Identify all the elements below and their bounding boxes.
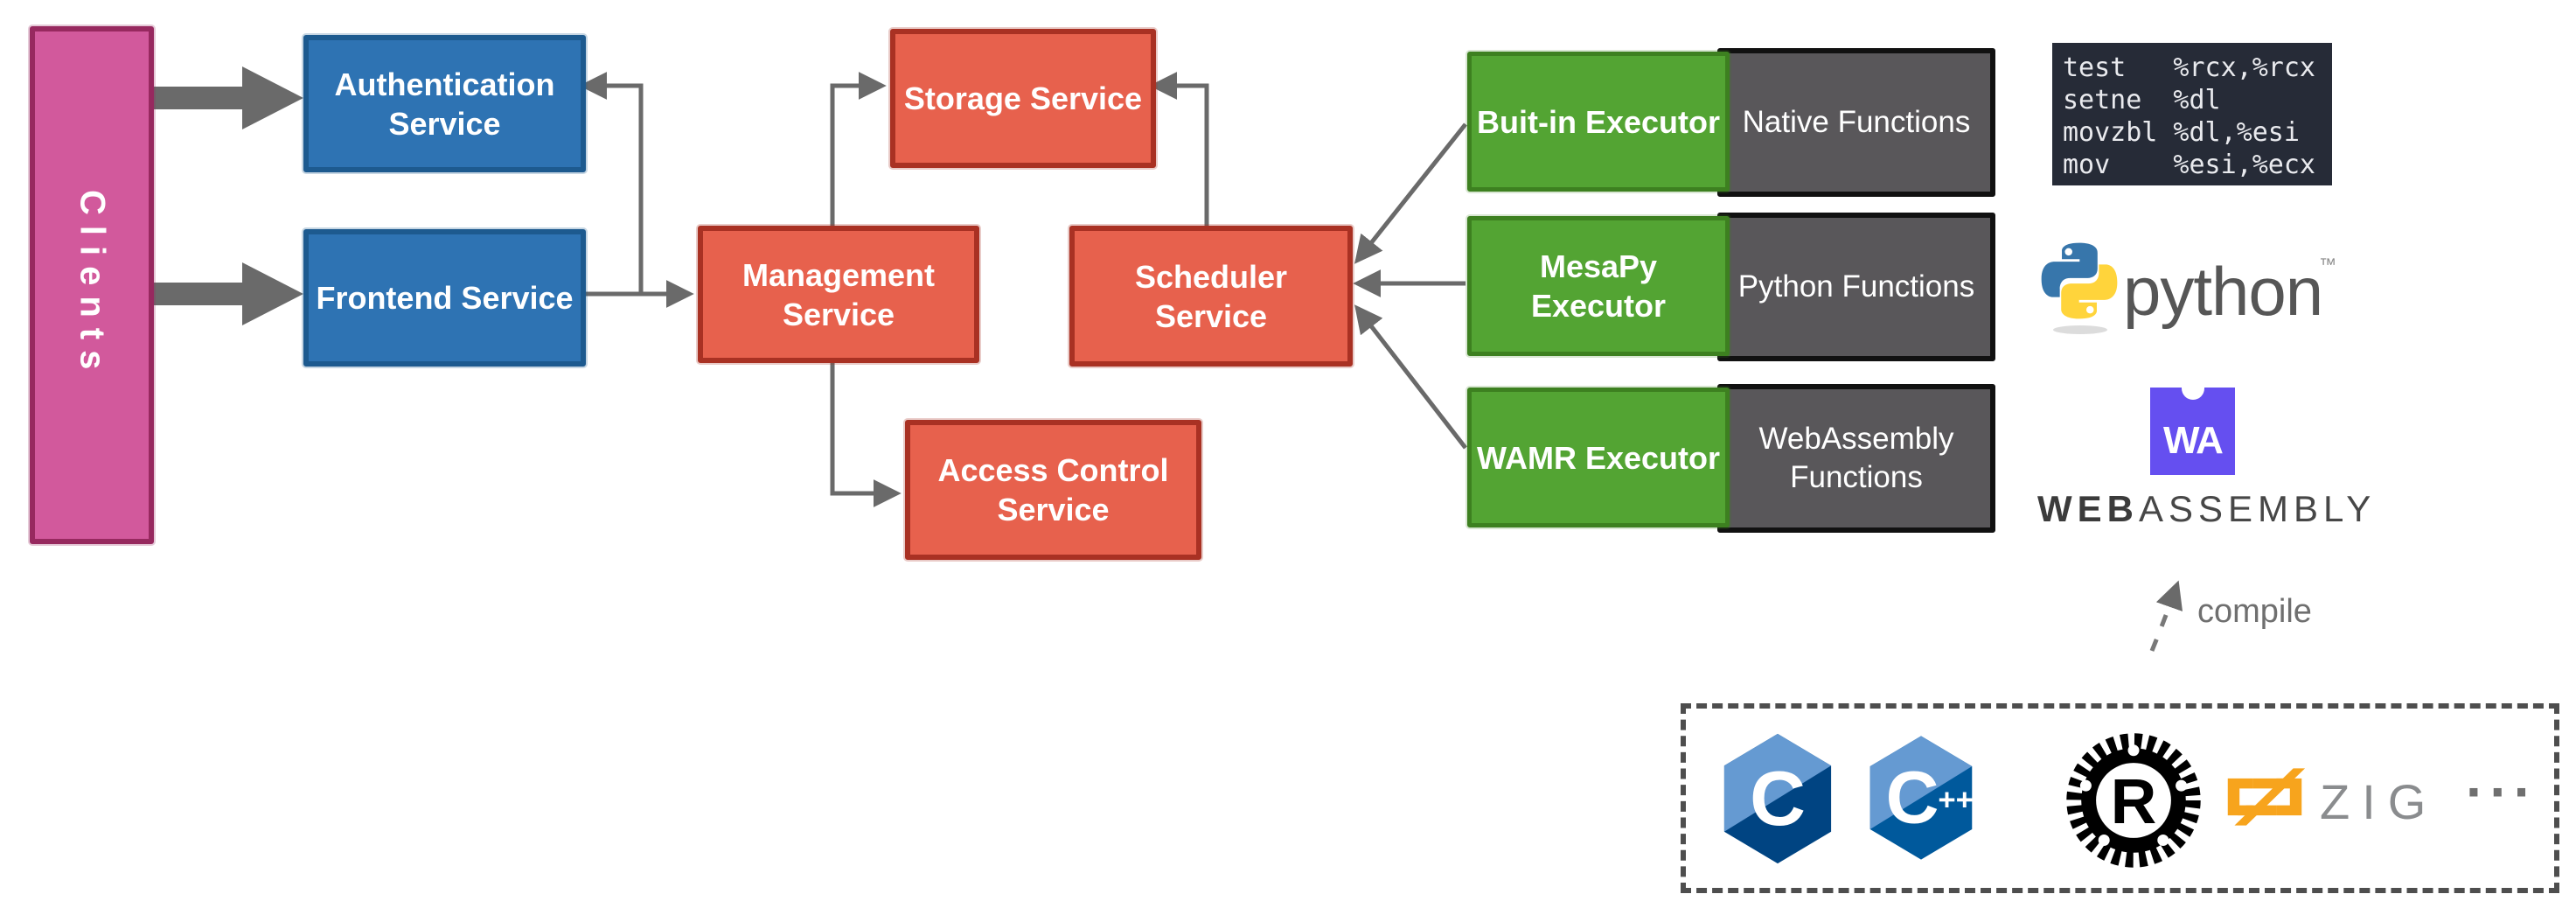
access-control-service-box: Access Control Service bbox=[905, 420, 1201, 560]
webassembly-badge-label: WA bbox=[2163, 419, 2224, 462]
assembly-line: setne %dl bbox=[2063, 85, 2221, 115]
webassembly-wordmark: WEBASSEMBLY bbox=[2037, 488, 2371, 530]
storage-service-box: Storage Service bbox=[890, 29, 1156, 168]
python-logo-shadow bbox=[2053, 325, 2107, 334]
management-to-storage-arrow bbox=[830, 71, 887, 226]
more-languages-dots: ··· bbox=[2466, 760, 2538, 823]
mesapy-executor-box: MesaPy Executor bbox=[1467, 216, 1730, 356]
python-functions-label: Python Functions bbox=[1737, 269, 1975, 304]
frontend-service-box: Frontend Service bbox=[303, 229, 586, 367]
assembly-line: mov %esi,%ecx bbox=[2063, 150, 2315, 180]
cpp-logo-plusplus: ++ bbox=[1938, 784, 1974, 817]
authentication-service-box: Authentication Service bbox=[303, 35, 586, 172]
clients-to-auth-arrow bbox=[153, 66, 303, 129]
native-functions-label: Native Functions bbox=[1742, 105, 1971, 139]
assembly-line: test %rcx,%rcx bbox=[2063, 52, 2315, 83]
zig-logo-icon bbox=[2227, 768, 2306, 826]
compile-label: compile bbox=[2197, 593, 2312, 630]
webassembly-functions-box: WebAssembly Functions bbox=[1717, 384, 1995, 533]
management-service-box: Management Service bbox=[698, 226, 979, 363]
authentication-service-label: Authentication Service bbox=[334, 66, 555, 142]
clients-to-frontend-arrow bbox=[153, 262, 303, 325]
builtin-executor-label: Buit-in Executor bbox=[1476, 103, 1720, 140]
native-functions-box: Native Functions bbox=[1717, 48, 1995, 197]
webassembly-functions-label: WebAssembly Functions bbox=[1758, 422, 1954, 494]
webassembly-wordmark-assembly: ASSEMBLY bbox=[2139, 488, 2377, 529]
scheduler-service-box: Scheduler Service bbox=[1069, 226, 1353, 367]
compile-arrow bbox=[2149, 580, 2183, 652]
frontend-service-label: Frontend Service bbox=[316, 280, 574, 316]
rust-logo-letter: R bbox=[2111, 766, 2157, 837]
wamr-executor-to-scheduler-arrow bbox=[1354, 304, 1467, 450]
mesapy-executor-label: MesaPy Executor bbox=[1530, 248, 1667, 324]
python-trademark: ™ bbox=[2319, 255, 2336, 275]
wamr-executor-label: WAMR Executor bbox=[1476, 439, 1721, 476]
clients-box: Clients bbox=[30, 26, 154, 544]
scheduler-to-storage-arrow bbox=[1149, 71, 1209, 226]
clients-label: Clients bbox=[73, 190, 112, 381]
rust-logo-icon: R bbox=[2066, 733, 2201, 868]
c-logo-icon: C bbox=[1723, 733, 1832, 864]
builtin-executor-box: Buit-in Executor bbox=[1467, 52, 1730, 192]
frontend-to-auth-arrow bbox=[579, 71, 644, 294]
cpp-logo-letter: C bbox=[1886, 757, 1939, 839]
source-languages-box bbox=[1681, 703, 2559, 893]
zig-wordmark: ZIG bbox=[2320, 774, 2439, 829]
webassembly-badge-notch bbox=[2181, 388, 2204, 400]
management-to-access-control-arrow bbox=[830, 353, 902, 508]
storage-service-label: Storage Service bbox=[903, 80, 1143, 116]
builtin-executor-to-scheduler-arrow bbox=[1354, 122, 1467, 264]
access-control-service-label: Access Control Service bbox=[937, 452, 1169, 527]
assembly-code-box: test %rcx,%rcx setne %dl movzbl %dl,%esi… bbox=[2052, 43, 2332, 185]
scheduler-service-label: Scheduler Service bbox=[1134, 258, 1288, 334]
management-service-label: Management Service bbox=[741, 256, 936, 332]
wamr-executor-box: WAMR Executor bbox=[1467, 388, 1730, 527]
python-functions-box: Python Functions bbox=[1717, 213, 1995, 361]
python-logo-icon bbox=[2041, 242, 2118, 319]
c-logo-letter: C bbox=[1750, 755, 1806, 842]
webassembly-wordmark-web: WEB bbox=[2037, 488, 2139, 529]
assembly-line: movzbl %dl,%esi bbox=[2063, 117, 2300, 148]
cpp-logo-icon: C ++ bbox=[1869, 736, 1974, 860]
webassembly-logo-icon: WA bbox=[2150, 388, 2235, 475]
python-wordmark: python bbox=[2123, 253, 2323, 330]
